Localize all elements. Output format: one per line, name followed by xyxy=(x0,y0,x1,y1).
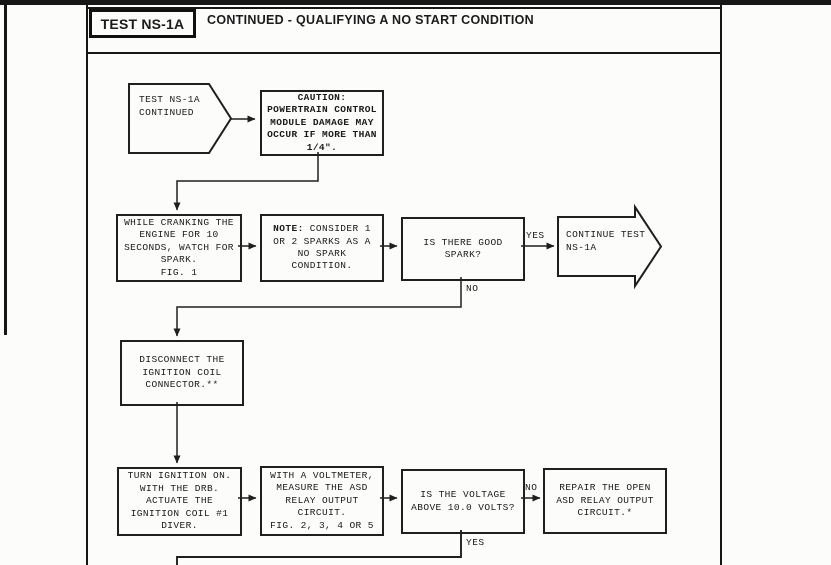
node-repair: REPAIR THE OPEN ASD RELAY OUTPUT CIRCUIT… xyxy=(543,468,667,534)
note-prefix: NOTE: xyxy=(273,223,304,235)
node-continue-test: CONTINUE TEST NS-1A xyxy=(566,229,646,253)
node-voltage-question: IS THE VOLTAGE ABOVE 10.0 VOLTS? xyxy=(401,469,525,534)
connector-caution-to-cranking xyxy=(173,152,319,211)
frame-left-border xyxy=(86,5,88,565)
connector-spark-no-to-disconnect xyxy=(173,277,462,337)
node-disconnect: DISCONNECT THE IGNITION COIL CONNECTOR.*… xyxy=(120,340,244,406)
edge-label-no-voltage: NO xyxy=(525,482,538,493)
note-rest: CONSIDER 1 OR 2 SPARKS AS A NO SPARK CON… xyxy=(273,223,371,272)
node-note-text: NOTE: CONSIDER 1 OR 2 SPARKS AS A NO SPA… xyxy=(273,223,371,273)
frame-top-border xyxy=(87,7,721,9)
test-id-label: TEST NS-1A xyxy=(100,15,185,32)
node-while-cranking: WHILE CRANKING THE ENGINE FOR 10 SECONDS… xyxy=(116,214,242,282)
node-voltmeter: WITH A VOLTMETER, MEASURE THE ASD RELAY … xyxy=(260,466,384,536)
page-top-edge xyxy=(0,0,831,5)
node-note: NOTE: CONSIDER 1 OR 2 SPARKS AS A NO SPA… xyxy=(260,214,384,282)
page-title: CONTINUED - QUALIFYING A NO START CONDIT… xyxy=(207,13,535,27)
edge-label-yes-voltage: YES xyxy=(466,537,485,548)
node-turn-ignition: TURN IGNITION ON. WITH THE DRB. ACTUATE … xyxy=(117,467,242,536)
node-start: TEST NS-1A CONTINUED xyxy=(139,94,201,118)
header-separator xyxy=(87,52,721,54)
page-left-edge xyxy=(4,0,7,335)
edge-label-no-spark: NO xyxy=(466,283,479,294)
edge-label-yes-spark: YES xyxy=(526,230,545,241)
node-caution: CAUTION: POWERTRAIN CONTROL MODULE DAMAG… xyxy=(260,90,384,156)
frame-right-border xyxy=(720,5,722,565)
node-spark-question: IS THERE GOOD SPARK? xyxy=(401,217,525,281)
test-id-box: TEST NS-1A xyxy=(89,9,196,38)
